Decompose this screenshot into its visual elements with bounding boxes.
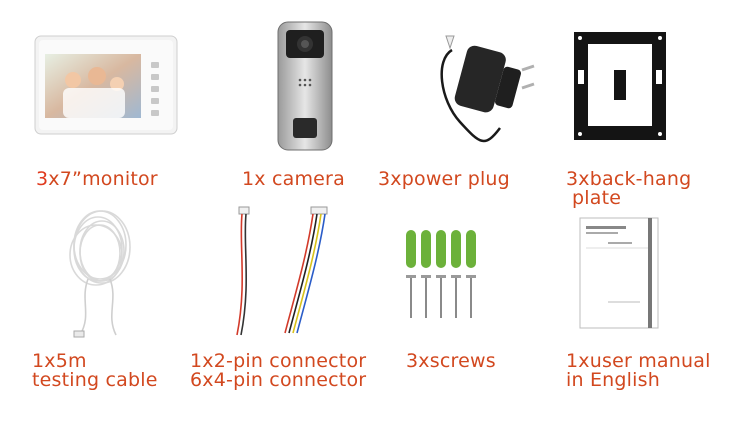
- testing-cable-caption: 1x5m testing cable: [32, 352, 158, 390]
- connectors-line1: 1x2-pin connector: [190, 350, 367, 372]
- user-manual-line1: 1xuser manual: [566, 350, 711, 372]
- monitor-label: x7”monitor: [48, 168, 158, 190]
- connectors-image: [236, 206, 328, 336]
- connectors-caption: 1x2-pin connector 6x4-pin connector: [190, 352, 366, 390]
- back-hang-plate-line2: plate: [572, 187, 622, 209]
- screws-image: [406, 230, 476, 318]
- monitor-caption: 3x7”monitor: [36, 170, 158, 189]
- power-plug-caption: 3xpower plug: [378, 168, 510, 190]
- connectors-line2: 6x4-pin connector: [190, 369, 367, 391]
- monitor-quantity: 3: [36, 168, 49, 190]
- back-hang-plate-caption: 3xback-hang plate: [566, 170, 691, 208]
- camera-image: [277, 21, 333, 151]
- back-hang-plate-image: [574, 32, 666, 140]
- screws-caption: 3xscrews: [406, 350, 496, 372]
- back-hang-plate-line1: 3xback-hang: [566, 168, 692, 190]
- user-manual-line2: in English: [566, 369, 660, 391]
- testing-cable-line1: 1x5m: [32, 350, 87, 372]
- power-plug-image: [440, 35, 535, 142]
- camera-caption: 1x camera: [242, 168, 345, 190]
- monitor-image: [34, 35, 178, 135]
- testing-cable-line2: testing cable: [32, 369, 158, 391]
- user-manual-caption: 1xuser manual in English: [566, 352, 711, 390]
- testing-cable-image: [69, 210, 131, 338]
- user-manual-image: [579, 217, 659, 329]
